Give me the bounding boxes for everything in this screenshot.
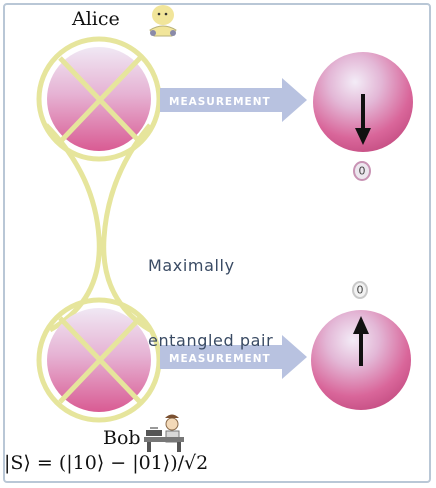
spin-down-arrow-icon	[355, 128, 371, 145]
alice-label: Alice	[72, 8, 120, 30]
bob-particle	[36, 297, 162, 423]
bit-value-top: 0	[359, 165, 366, 178]
entangled-pair-caption: Maximally entangled pair	[148, 203, 273, 378]
bob-label: Bob	[103, 427, 141, 449]
measured-particle-bottom: 0	[311, 281, 411, 410]
singlet-state-formula: |S⟩ = (|10⟩ − |01⟩)/√2	[4, 452, 209, 474]
bob-at-desk-icon	[144, 414, 184, 452]
alice-particle	[36, 36, 162, 162]
measurement-arrow-top: MEASUREMENT	[160, 78, 307, 122]
measurement-arrow-bottom: MEASUREMENT	[160, 335, 307, 379]
measured-particle-top: 0	[313, 52, 413, 181]
measurement-label-top: MEASUREMENT	[169, 96, 271, 108]
hourglass-left-curve	[44, 123, 102, 333]
spin-up-arrow-icon	[353, 316, 369, 334]
alice-cross-line-2	[58, 56, 142, 144]
caption-line-1: Maximally	[148, 256, 235, 275]
bob-halo-ring	[36, 297, 162, 423]
bit-badge-top	[353, 161, 371, 181]
bob-cross-line-2	[58, 316, 142, 404]
caption-line-2: entangled pair	[148, 331, 274, 350]
bit-badge-bottom	[352, 281, 368, 299]
measurement-label-bottom: MEASUREMENT	[169, 353, 271, 365]
alice-figure-icon	[149, 5, 177, 37]
alice-halo-ring	[36, 36, 162, 162]
bit-value-bottom: 0	[357, 284, 364, 297]
